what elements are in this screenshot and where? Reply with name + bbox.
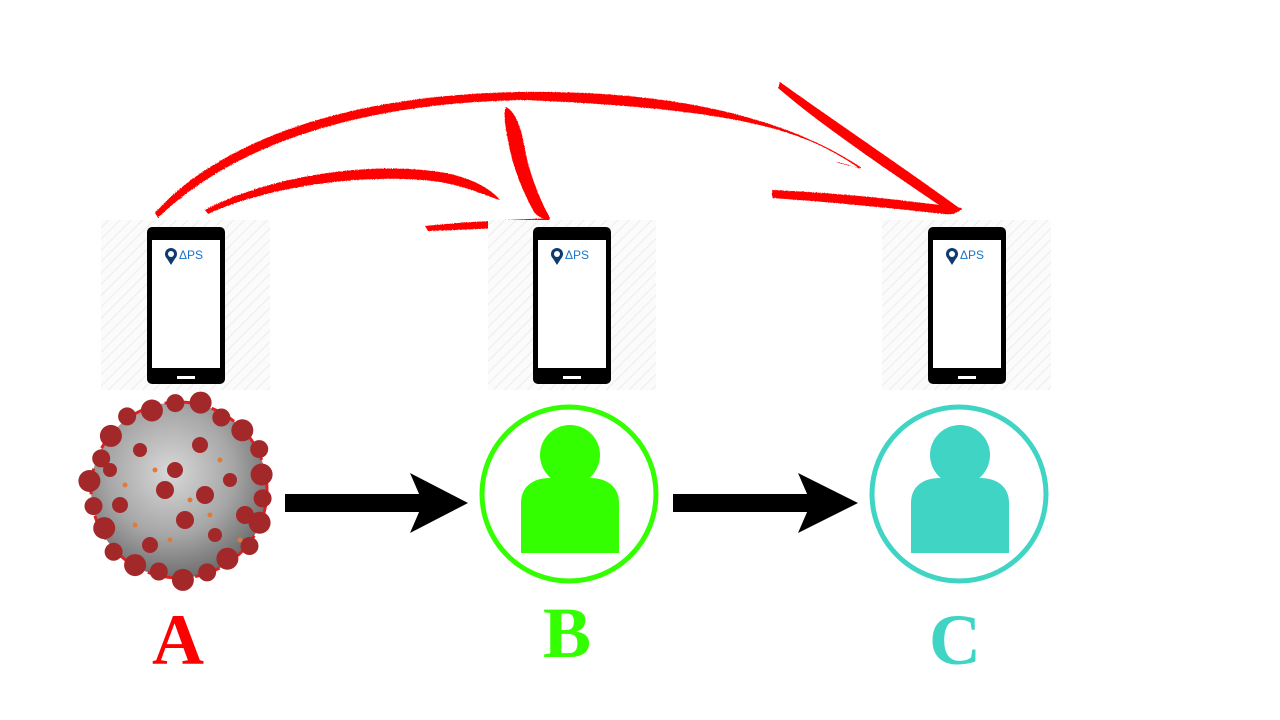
person-icon-b bbox=[479, 404, 659, 584]
arrowhead-c-lower bbox=[772, 190, 962, 215]
app-logo-icon bbox=[551, 248, 563, 265]
node-label-c: C bbox=[929, 600, 981, 680]
arrowhead-b-upper bbox=[504, 107, 550, 219]
arrowhead-c-upper bbox=[778, 82, 962, 211]
person-icon-c bbox=[869, 404, 1049, 584]
phone-c: ΔPS bbox=[882, 220, 1051, 390]
contact-arrow-a-to-b bbox=[285, 473, 468, 533]
app-logo-text: ΔPS bbox=[565, 248, 589, 262]
app-logo-text: ΔPS bbox=[960, 248, 984, 262]
curved-arrow-a-to-b bbox=[205, 168, 500, 214]
bluetooth-arrows bbox=[155, 82, 962, 231]
app-logo-icon bbox=[165, 248, 177, 265]
phone-b: ΔPS bbox=[488, 220, 656, 390]
app-logo-text: ΔPS bbox=[179, 248, 203, 262]
node-label-a: A bbox=[152, 600, 204, 680]
curved-arrow-a-to-c bbox=[155, 91, 862, 218]
coronavirus-icon bbox=[78, 391, 273, 591]
node-label-b: B bbox=[542, 593, 592, 673]
phone-a: ΔPS bbox=[101, 220, 270, 390]
contact-arrow-b-to-c bbox=[673, 473, 858, 533]
app-logo-icon bbox=[946, 248, 958, 265]
